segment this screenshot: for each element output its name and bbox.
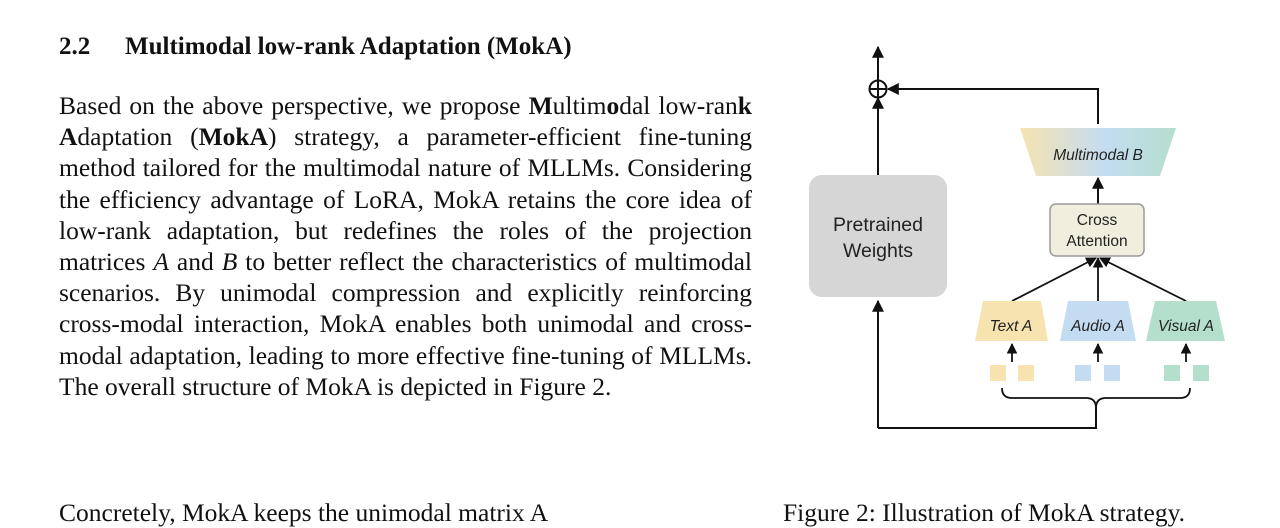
sum-icon — [868, 79, 888, 99]
para-seg: Based on the above perspective, we propo… — [59, 91, 529, 120]
section-title: Multimodal low-rank Adaptation (MokA) — [125, 33, 572, 60]
para-bold: k — [737, 91, 752, 120]
math-symbol: A — [153, 247, 169, 277]
visual-a-to-cross-arrow — [1099, 257, 1187, 302]
pretrained-label-line2: Weights — [843, 240, 913, 262]
multimodal-b-trapezoid — [1020, 128, 1176, 176]
para-bold: A — [59, 122, 78, 152]
para-seg: to better reflect the characteristics of… — [59, 247, 752, 401]
next-paragraph-cut: Concretely, MokA keeps the unimodal matr… — [59, 498, 549, 527]
visual-tokens — [1164, 365, 1209, 381]
pretrained-weights-box — [809, 175, 947, 297]
para-bold: M — [528, 91, 553, 120]
input-brace — [1001, 387, 1191, 409]
moka-architecture-diagram: Pretrained Weights Multimodal B Cross At… — [809, 45, 1225, 429]
pretrained-label-line1: Pretrained — [833, 214, 923, 236]
text-tokens — [990, 365, 1034, 381]
cross-attention-box — [1049, 203, 1145, 257]
cross-attention-line1: Cross — [1077, 212, 1118, 229]
section-heading: 2.2 Multimodal low-rank Adaptation (MokA) — [59, 33, 572, 61]
audio-tokens — [1075, 365, 1120, 381]
body-paragraph: Based on the above perspective, we propo… — [59, 90, 752, 402]
input-feed-line — [878, 415, 1097, 429]
section-number: 2.2 — [59, 33, 91, 60]
para-seg: dal low-ran — [619, 91, 738, 120]
math-symbol: B — [221, 247, 238, 277]
text-a-trapezoid — [975, 301, 1048, 341]
visual-a-label: Visual A — [1158, 318, 1214, 335]
text-a-to-cross-arrow — [1011, 257, 1097, 302]
figure-caption: Figure 2: Illustration of MokA strategy. — [783, 498, 1186, 527]
visual-a-trapezoid — [1146, 301, 1225, 341]
para-seg: ) strategy, a parameter-efficient fine-t… — [59, 122, 752, 277]
multimodal-b-label: Multimodal B — [1053, 147, 1143, 164]
para-bold: o — [606, 91, 620, 120]
cross-attention-line2: Attention — [1066, 233, 1127, 250]
para-bold: MokA — [198, 122, 268, 152]
para-seg: daptation ( — [77, 122, 199, 152]
audio-a-label: Audio A — [1070, 318, 1125, 335]
text-a-label: Text A — [990, 318, 1033, 335]
para-seg: and — [168, 247, 222, 277]
adapter-output-arrow — [886, 83, 1099, 124]
audio-a-trapezoid — [1060, 301, 1136, 341]
para-seg: ultim — [552, 91, 607, 120]
